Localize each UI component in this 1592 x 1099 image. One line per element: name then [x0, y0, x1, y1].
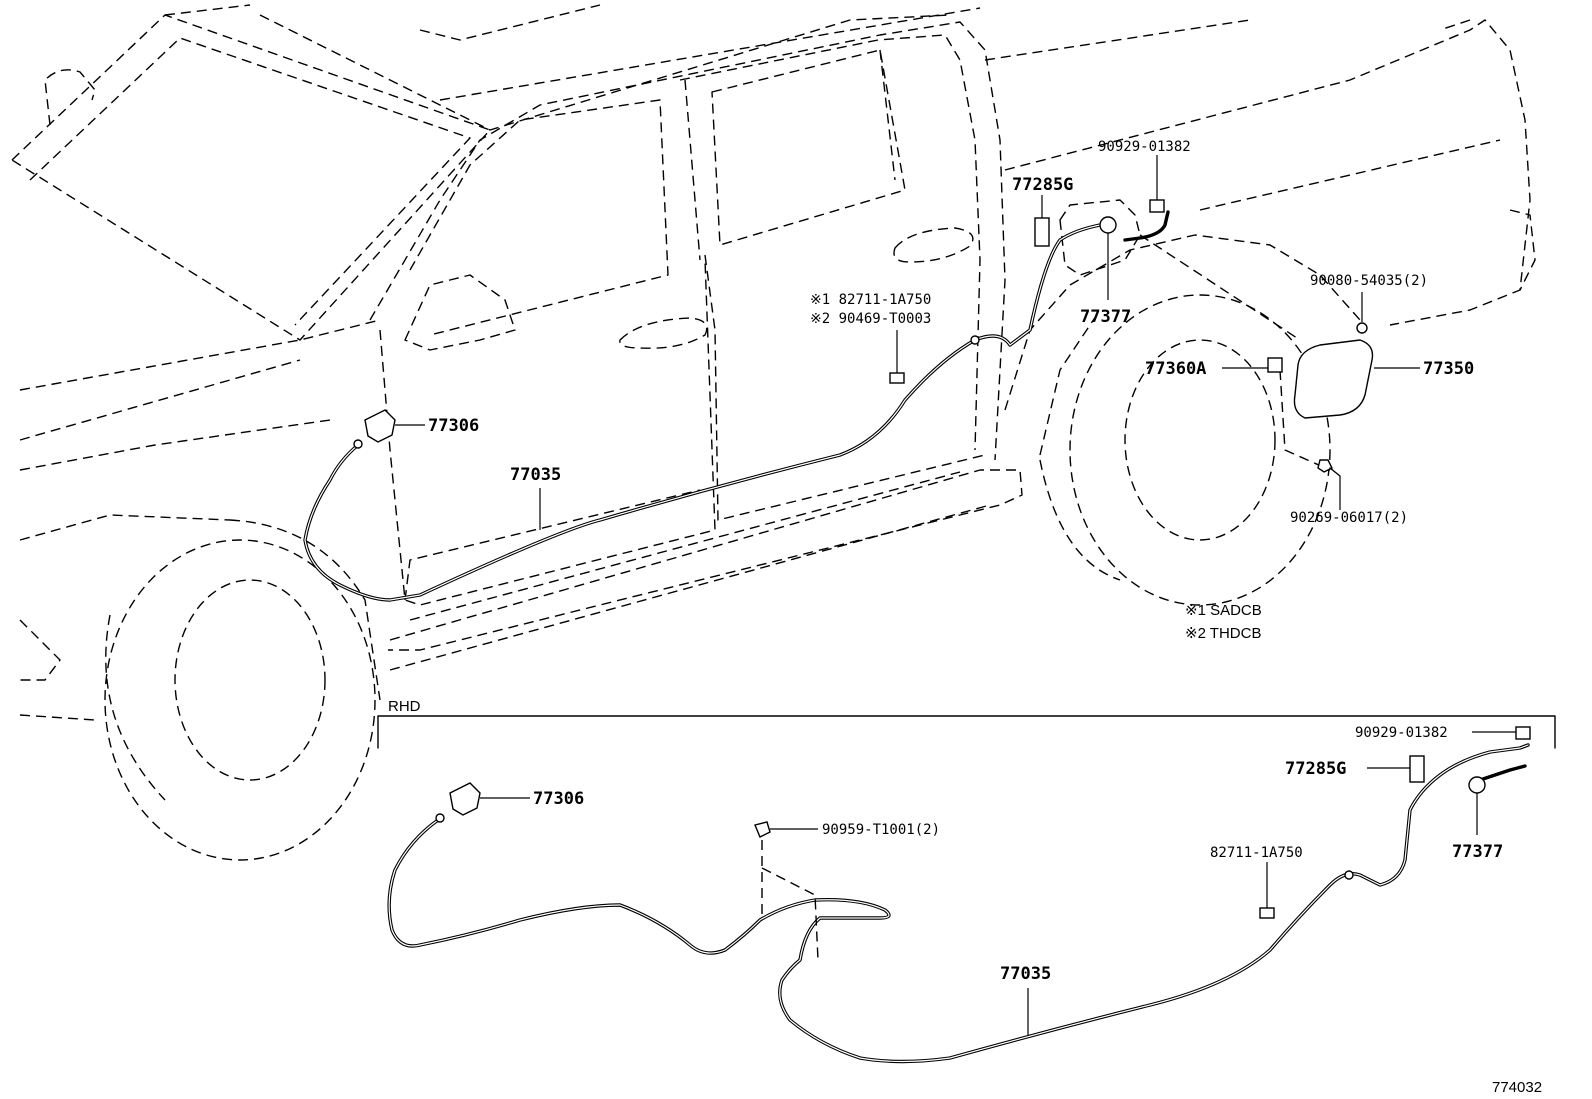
bumper-77377-top [1099, 216, 1117, 300]
fuel-lid-77350 [1293, 339, 1420, 419]
label-77377-top: 77377 [1080, 307, 1131, 327]
note2-part-label: ※2 90469-T0003 [810, 311, 931, 327]
hinge-77285g [1034, 195, 1050, 247]
rhd-opener-lever-77306 [435, 782, 530, 823]
rhd-label-77306: 77306 [533, 789, 584, 809]
rhd-clamp-90959 [754, 821, 819, 961]
label-77285g-top: 77285G [1012, 175, 1073, 195]
legend-note1: ※1 SADCB [1185, 602, 1262, 619]
clip-90929-top [1149, 155, 1165, 213]
rhd-clip-90929 [1472, 726, 1531, 740]
label-77035: 77035 [510, 465, 561, 485]
screw-90269 [1317, 459, 1341, 510]
plug-90080 [1356, 292, 1368, 334]
diagram-number: 774032 [1492, 1079, 1542, 1096]
clip-82711 [889, 330, 980, 384]
rhd-label-90929: 90929-01382 [1355, 725, 1448, 741]
vehicle-outline [11, 4, 1536, 861]
rhd-cable [387, 743, 1530, 1064]
rhd-label-77285g: 77285G [1285, 759, 1346, 779]
label-77306: 77306 [428, 416, 479, 436]
hinge-77360a [1222, 357, 1283, 373]
legend-note2: ※2 THDCB [1185, 625, 1261, 642]
top-view-cable [303, 210, 1170, 602]
opener-lever-77306 [353, 409, 425, 449]
note1-part-label: ※1 82711-1A750 [810, 292, 931, 308]
rhd-hinge-77285g [1367, 755, 1425, 783]
rhd-label-90959: 90959-T1001(2) [822, 822, 940, 838]
label-90929-top: 90929-01382 [1098, 139, 1191, 155]
rhd-label-77035: 77035 [1000, 964, 1051, 984]
rhd-label-82711: 82711-1A750 [1210, 845, 1303, 861]
label-77360a: 77360A [1145, 359, 1206, 379]
label-90269: 90269-06017(2) [1290, 510, 1408, 526]
rhd-label-77377: 77377 [1452, 842, 1503, 862]
label-90080: 90080-54035(2) [1310, 273, 1428, 289]
rhd-bumper-77377 [1468, 776, 1486, 835]
rhd-frame [377, 715, 1556, 749]
rhd-title: RHD [388, 698, 421, 715]
rhd-clip-82711 [1259, 862, 1354, 919]
label-77350: 77350 [1423, 359, 1474, 379]
